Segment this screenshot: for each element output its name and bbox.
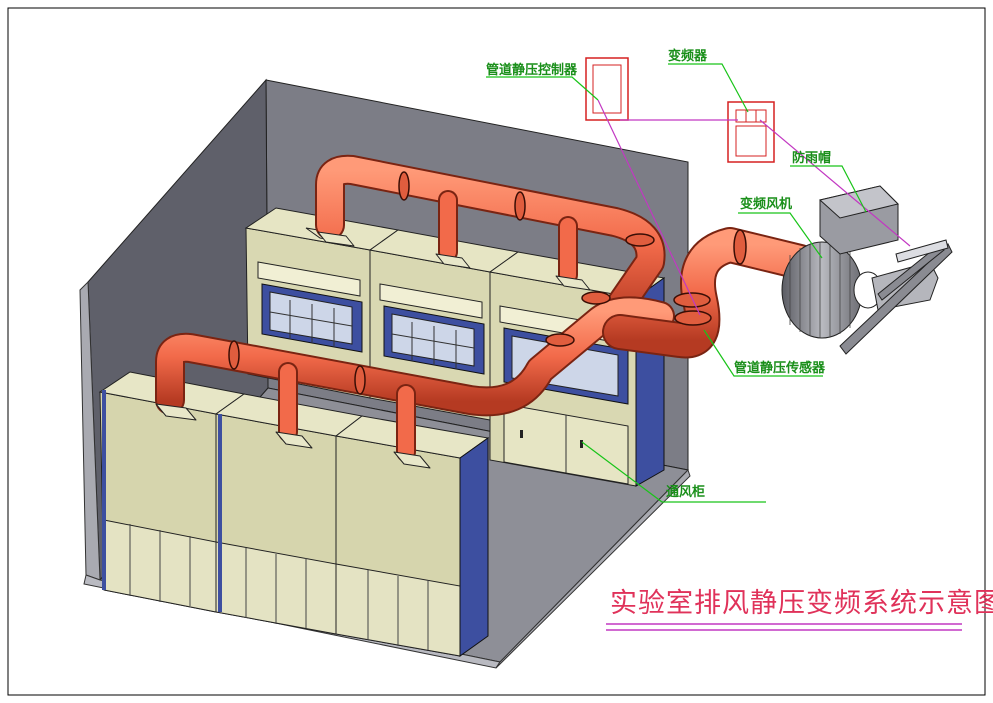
label-fume-hood: 通风柜 bbox=[666, 484, 705, 500]
duct-flanges bbox=[228, 171, 747, 395]
room-right-edge bbox=[495, 469, 691, 669]
exhaust-ductwork bbox=[155, 154, 818, 469]
front-row-fume-hoods bbox=[98, 371, 490, 657]
fume-hood-back-2 bbox=[368, 229, 520, 421]
drawing-frame bbox=[7, 7, 986, 696]
rain-cap-rail bbox=[895, 239, 949, 263]
label-rain-cap: 防雨帽 bbox=[792, 150, 831, 166]
vfd-exhaust-fan bbox=[781, 185, 953, 355]
fume-hood-front-1 bbox=[98, 371, 246, 613]
diagram-title: 实验室排风静压变频系统示意图 bbox=[610, 588, 993, 619]
label-vfd-fan: 变频风机 bbox=[740, 196, 792, 212]
pressure-controller-box bbox=[585, 57, 629, 121]
label-pressure-sensor: 管道静压传感器 bbox=[734, 360, 826, 376]
duct-collars bbox=[155, 231, 591, 469]
label-frequency-converter: 变频器 bbox=[668, 48, 708, 64]
fan-base-frame bbox=[839, 243, 953, 355]
label-pressure-controller: 管道静压控制器 bbox=[486, 62, 578, 78]
signal-lines bbox=[597, 99, 911, 316]
leader-lines bbox=[486, 63, 867, 503]
back-row-fume-hoods bbox=[244, 207, 666, 487]
frequency-converter-box bbox=[727, 101, 775, 163]
